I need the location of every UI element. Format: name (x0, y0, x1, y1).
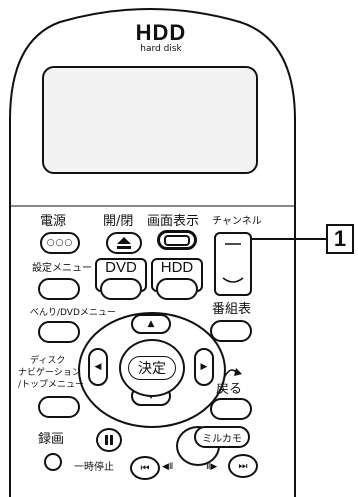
enter-button[interactable]: 決定 (119, 339, 185, 397)
mirukamo-button[interactable]: ミルカモ (194, 426, 250, 448)
record-button[interactable] (44, 453, 62, 471)
skip-back-button[interactable]: ⏮ (130, 456, 160, 480)
settings-menu-label: 設定メニュー (32, 263, 92, 274)
button-slot-icon (164, 234, 190, 246)
program-guide-button[interactable] (210, 320, 252, 342)
back-arrow-icon (223, 368, 242, 379)
pause-label: 一時停止 (74, 462, 114, 473)
dpad-up-button[interactable]: ▲ (131, 314, 171, 334)
skip-back-icon: ⏮ (140, 462, 150, 474)
disc-navigation-label-1: ディスク (30, 356, 66, 366)
screen-display-label: 画面表示 (147, 214, 200, 229)
dpad-right-button[interactable]: ▶ (194, 348, 214, 386)
skip-forward-icon: ⏭ (238, 460, 248, 472)
dpad-left-button[interactable]: ◀ (88, 348, 108, 386)
channel-rocker[interactable] (214, 232, 252, 296)
dvd-label: DVD (105, 259, 137, 276)
screen-display-button[interactable] (157, 230, 197, 250)
eject-icon (117, 237, 131, 249)
disc-navigation-label-3: /トップメニュー (18, 380, 85, 390)
dvd-button[interactable] (100, 278, 142, 300)
hdd-button[interactable] (156, 278, 198, 300)
power-button[interactable]: ○○○ (40, 232, 80, 254)
hdd-label: HDD (160, 259, 194, 276)
callout-box: 1 (326, 224, 354, 254)
open-close-button[interactable] (106, 232, 142, 254)
up-arrow-icon: ▲ (147, 319, 155, 329)
step-back-icon[interactable]: ◀Ⅱ (162, 462, 174, 472)
program-guide-label: 番組表 (212, 302, 252, 317)
back-label: 戻る (216, 382, 243, 397)
pause-button[interactable] (96, 428, 122, 452)
open-close-label: 開/閉 (103, 214, 134, 229)
step-forward-icon[interactable]: Ⅱ▶ (206, 462, 218, 472)
channel-rocker-arrows-icon (222, 243, 244, 283)
enter-label: 決定 (138, 361, 166, 377)
power-label: 電源 (40, 214, 67, 229)
skip-forward-button[interactable]: ⏭ (228, 454, 258, 478)
back-button[interactable] (210, 398, 252, 420)
disc-navigation-label-2: ナビゲーション (18, 368, 81, 378)
convenience-menu-label: べんり/DVDメニュー (30, 308, 116, 318)
power-dots-icon: ○○○ (46, 238, 74, 248)
settings-menu-button[interactable] (38, 278, 80, 300)
mirukamo-label: ミルカモ (202, 433, 242, 445)
disc-navigation-button[interactable] (38, 396, 80, 418)
left-arrow-icon: ◀ (94, 362, 102, 372)
display-window (42, 66, 258, 174)
logo-text: HDD (135, 20, 187, 45)
right-arrow-icon: ▶ (200, 362, 208, 372)
record-label: 録画 (38, 432, 65, 447)
hdd-logo: HDD hard disk (118, 20, 204, 55)
convenience-menu-button[interactable] (38, 321, 80, 343)
channel-label: チャンネル (212, 216, 262, 227)
logo-subtitle: hard disk (140, 44, 182, 54)
pause-icon (105, 435, 113, 445)
callout-number: 1 (333, 226, 347, 251)
